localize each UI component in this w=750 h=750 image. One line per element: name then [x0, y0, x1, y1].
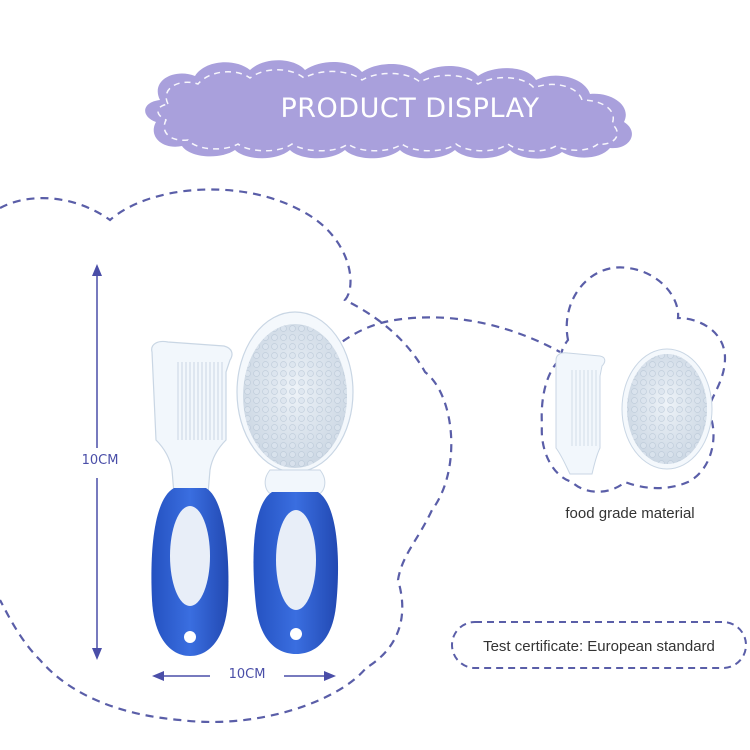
height-dimension-arrow — [92, 264, 102, 660]
banner-cloud — [145, 60, 632, 159]
height-dimension-label: 10CM — [81, 453, 119, 468]
certificate-text: Test certificate: European standard — [483, 637, 715, 655]
width-dimension-label: 10CM — [228, 667, 266, 682]
brush-product — [236, 311, 354, 654]
comb-product — [151, 340, 233, 656]
food-grade-caption: food grade material — [565, 505, 695, 522]
width-dimension-arrow — [152, 671, 336, 681]
detail-brush-image — [621, 348, 713, 470]
detail-cloud-outline — [540, 266, 727, 493]
certificate-pill-border — [451, 621, 747, 669]
banner-title: PRODUCT DISPLAY — [280, 92, 540, 124]
detail-comb-image — [555, 352, 606, 475]
left-cloud-outline — [0, 188, 453, 724]
